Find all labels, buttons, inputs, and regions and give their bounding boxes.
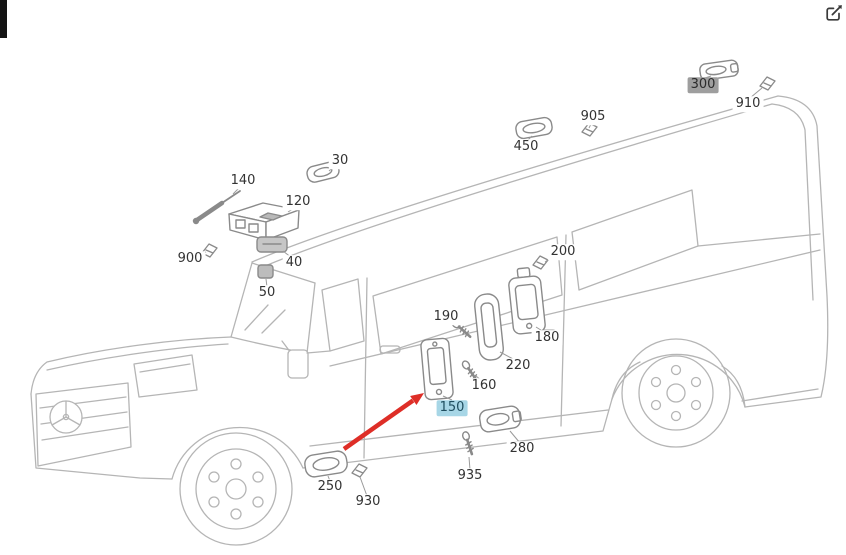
part-sketch-180 — [508, 267, 546, 335]
part-sketch-50 — [257, 264, 274, 279]
part-sketch-120 — [228, 202, 300, 241]
part-label-140[interactable]: 140 — [227, 173, 259, 189]
part-label-200[interactable]: 200 — [547, 244, 579, 260]
part-label-220[interactable]: 220 — [502, 358, 534, 374]
part-sketches — [192, 59, 776, 478]
edit-compose-icon — [826, 5, 842, 21]
rear-wheel — [621, 338, 731, 448]
part-label-190[interactable]: 190 — [430, 309, 462, 325]
part-label-930[interactable]: 930 — [352, 494, 384, 510]
part-sketch-40 — [256, 236, 288, 253]
part-sketch-150 — [420, 337, 454, 401]
part-label-250[interactable]: 250 — [314, 479, 346, 495]
part-label-910[interactable]: 910 — [732, 96, 764, 112]
part-sketch-300 — [699, 59, 739, 81]
part-sketch-140 — [192, 190, 241, 225]
part-label-50[interactable]: 50 — [255, 285, 279, 301]
part-sketch-250 — [304, 450, 348, 478]
part-label-900[interactable]: 900 — [174, 251, 206, 267]
edit-icon[interactable] — [824, 3, 844, 23]
part-label-280[interactable]: 280 — [506, 441, 538, 457]
part-label-300[interactable]: 300 — [687, 77, 719, 93]
part-label-30[interactable]: 30 — [328, 153, 352, 169]
front-wheel — [179, 432, 293, 546]
part-label-450[interactable]: 450 — [510, 139, 542, 155]
part-label-40[interactable]: 40 — [282, 255, 306, 271]
part-sketch-280 — [478, 405, 522, 433]
part-label-180[interactable]: 180 — [531, 330, 563, 346]
part-label-160[interactable]: 160 — [468, 378, 500, 394]
left-edge-bar — [0, 0, 7, 38]
part-sketch-220 — [474, 293, 504, 361]
pointer-arrow — [342, 393, 424, 451]
part-label-905[interactable]: 905 — [577, 109, 609, 125]
part-label-935[interactable]: 935 — [454, 468, 486, 484]
part-label-150[interactable]: 150 — [436, 400, 468, 416]
part-label-120[interactable]: 120 — [282, 194, 314, 210]
part-sketch-450 — [515, 116, 553, 140]
